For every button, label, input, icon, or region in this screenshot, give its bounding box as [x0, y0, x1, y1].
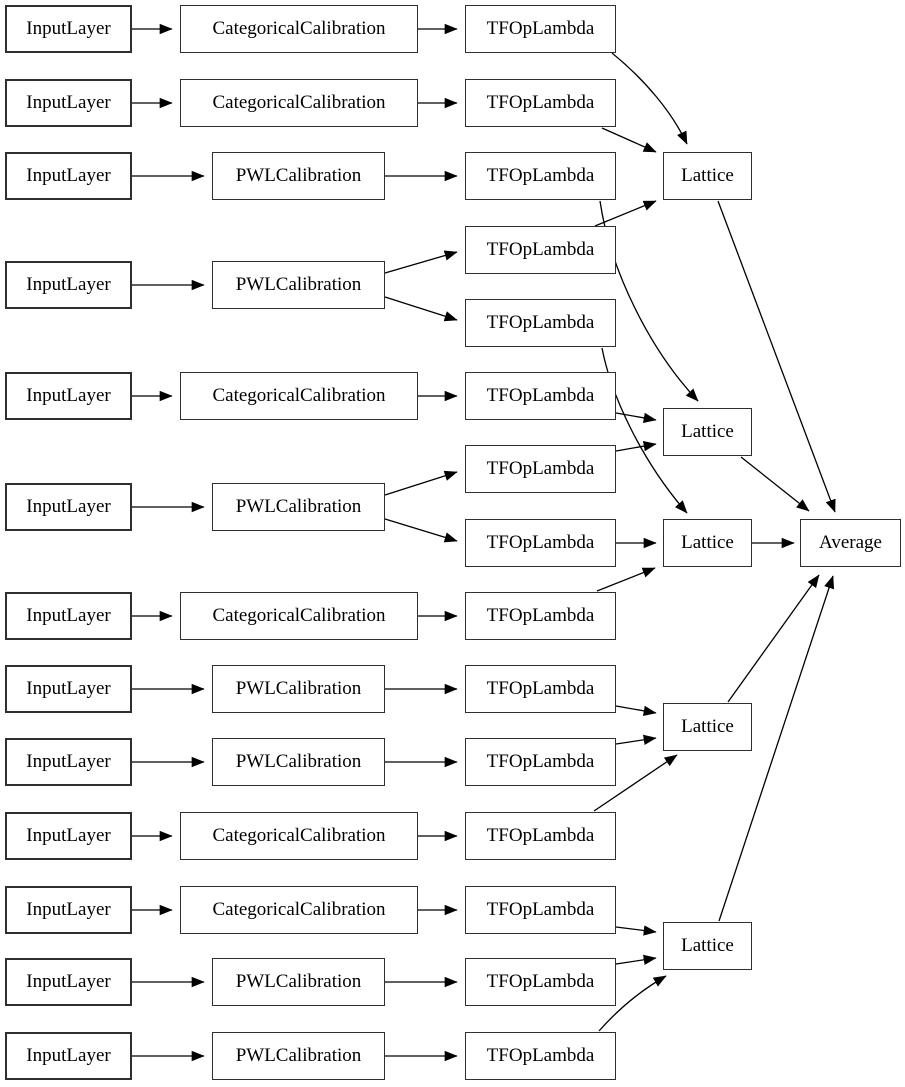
tfoplambda-node-4: TFOpLambda — [465, 226, 616, 274]
average-node: Average — [800, 519, 901, 567]
tfoplambda-node-13: TFOpLambda — [465, 886, 616, 934]
inputlayer-node-6: InputLayer — [5, 483, 132, 531]
tfoplambda-node-5: TFOpLambda — [465, 299, 616, 347]
edge-lattice4-average — [727, 574, 820, 703]
tfoplambda-node-12: TFOpLambda — [465, 812, 616, 860]
edge-lattice2-average — [740, 456, 810, 512]
tfoplambda-node-15: TFOpLambda — [465, 1032, 616, 1080]
tfoplambda-node-11: TFOpLambda — [465, 738, 616, 786]
inputlayer-node-9: InputLayer — [5, 738, 132, 786]
edge-tfop13-lattice5 — [615, 925, 657, 936]
pwlcalibration-node-6: PWLCalibration — [212, 958, 385, 1006]
categoricalcalibration-node-4: CategoricalCalibration — [180, 592, 418, 640]
categoricalcalibration-node-2: CategoricalCalibration — [180, 79, 418, 127]
lattice-node-2: Lattice — [663, 408, 752, 456]
inputlayer-node-1: InputLayer — [5, 5, 132, 53]
pwlcalibration-node-3: PWLCalibration — [212, 483, 385, 531]
edge-tfop5-lattice3 — [601, 347, 688, 514]
tfoplambda-node-3: TFOpLambda — [465, 152, 616, 200]
edge-tfop15-lattice5 — [598, 975, 667, 1032]
tfoplambda-node-9: TFOpLambda — [465, 592, 616, 640]
tfoplambda-node-8: TFOpLambda — [465, 519, 616, 567]
edge-lattice1-average — [717, 200, 836, 513]
tfoplambda-node-2: TFOpLambda — [465, 79, 616, 127]
inputlayer-node-7: InputLayer — [5, 592, 132, 640]
pwlcalibration-node-5: PWLCalibration — [212, 738, 385, 786]
categoricalcalibration-node-5: CategoricalCalibration — [180, 812, 418, 860]
pwlcalibration-node-7: PWLCalibration — [212, 1032, 385, 1080]
edge-tfop7-lattice2 — [615, 441, 657, 452]
edge-cal6-tfop8 — [384, 518, 458, 543]
inputlayer-node-8: InputLayer — [5, 665, 132, 713]
inputlayer-node-5: InputLayer — [5, 372, 132, 420]
categoricalcalibration-node-6: CategoricalCalibration — [180, 886, 418, 934]
edge-tfop12-lattice4 — [593, 754, 678, 812]
inputlayer-node-13: InputLayer — [5, 1032, 132, 1080]
edge-lattice5-average — [718, 575, 835, 922]
tfoplambda-node-10: TFOpLambda — [465, 665, 616, 713]
tfoplambda-node-1: TFOpLambda — [465, 5, 616, 53]
edge-tfop2-lattice1 — [601, 127, 657, 153]
tfoplambda-node-7: TFOpLambda — [465, 445, 616, 493]
inputlayer-node-10: InputLayer — [5, 812, 132, 860]
pwlcalibration-node-4: PWLCalibration — [212, 665, 385, 713]
edge-cal4-tfop4 — [384, 250, 458, 274]
categoricalcalibration-node-3: CategoricalCalibration — [180, 372, 418, 420]
edge-tfop14-lattice5 — [615, 954, 657, 965]
lattice-node-1: Lattice — [663, 152, 752, 200]
edge-cal4-tfop5 — [384, 296, 458, 322]
inputlayer-node-3: InputLayer — [5, 152, 132, 200]
lattice-node-4: Lattice — [663, 703, 752, 751]
edge-tfop6-lattice2 — [615, 412, 657, 423]
inputlayer-node-2: InputLayer — [5, 79, 132, 127]
tfoplambda-node-14: TFOpLambda — [465, 958, 616, 1006]
edge-tfop11-lattice4 — [615, 734, 657, 745]
inputlayer-node-12: InputLayer — [5, 958, 132, 1006]
inputlayer-node-4: InputLayer — [5, 261, 132, 309]
lattice-node-3: Lattice — [663, 519, 752, 567]
edge-tfop4-lattice1 — [594, 200, 657, 227]
edge-cal6-tfop7 — [384, 470, 458, 496]
edge-tfop9-lattice3 — [596, 567, 656, 592]
inputlayer-node-11: InputLayer — [5, 886, 132, 934]
edge-tfop1-lattice1 — [611, 52, 688, 145]
categoricalcalibration-node-1: CategoricalCalibration — [180, 5, 418, 53]
pwlcalibration-node-2: PWLCalibration — [212, 261, 385, 309]
pwlcalibration-node-1: PWLCalibration — [212, 152, 385, 200]
edge-tfop10-lattice4 — [615, 705, 657, 716]
tfoplambda-node-6: TFOpLambda — [465, 372, 616, 420]
lattice-node-5: Lattice — [663, 922, 752, 970]
